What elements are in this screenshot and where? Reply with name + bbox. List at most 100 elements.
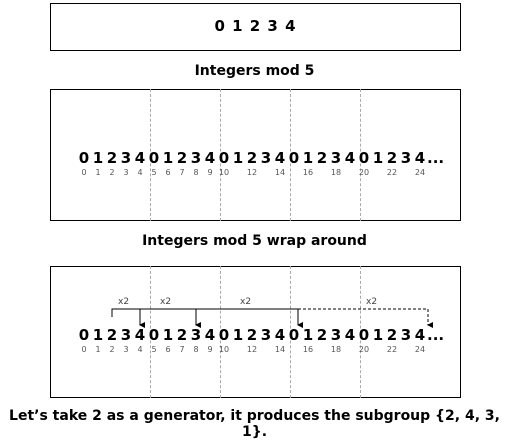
index-label: 7 bbox=[179, 168, 185, 177]
generator-arrows bbox=[111, 308, 433, 328]
index-label: 10 bbox=[218, 345, 230, 354]
residue-digit: 0 bbox=[358, 149, 370, 167]
residue-digit: 0 bbox=[358, 326, 370, 344]
residue-digit: 1 bbox=[232, 326, 244, 344]
residue-digit: 4 bbox=[274, 326, 286, 344]
divider-line bbox=[290, 266, 291, 398]
divider-line bbox=[220, 89, 221, 221]
residue-digit: 1 bbox=[372, 149, 384, 167]
index-label: 2 bbox=[109, 168, 115, 177]
residue-digit: 3 bbox=[120, 326, 132, 344]
arrow-label: x2 bbox=[160, 297, 172, 307]
residue-digit: 0 bbox=[218, 326, 230, 344]
index-label: 4 bbox=[137, 168, 143, 177]
arrow-step-3 bbox=[196, 308, 303, 328]
residue-digit: 4 bbox=[134, 149, 146, 167]
residue-digit: 1 bbox=[302, 149, 314, 167]
residue-digit: 4 bbox=[414, 326, 426, 344]
index-label: 22 bbox=[386, 168, 398, 177]
residue-digit: 0 bbox=[148, 149, 160, 167]
divider-line bbox=[290, 89, 291, 221]
residue-digit: 3 bbox=[190, 326, 202, 344]
generator-box bbox=[50, 266, 461, 398]
residue-digit: 2 bbox=[386, 149, 398, 167]
index-label: 16 bbox=[302, 168, 314, 177]
residue-digit: 2 bbox=[246, 149, 258, 167]
wraparound-box bbox=[50, 89, 461, 221]
residue-digit: 0 bbox=[218, 149, 230, 167]
residue-digit: 1 bbox=[92, 326, 104, 344]
index-label: 8 bbox=[193, 345, 199, 354]
residue-digit: 3 bbox=[330, 149, 342, 167]
index-label: 22 bbox=[386, 345, 398, 354]
index-label: 18 bbox=[330, 168, 342, 177]
divider-line bbox=[360, 266, 361, 398]
arrow-label: x2 bbox=[366, 297, 378, 307]
residue-digit: 1 bbox=[302, 326, 314, 344]
residue-digit: 4 bbox=[344, 326, 356, 344]
index-label: 12 bbox=[246, 345, 258, 354]
residue-digit: 2 bbox=[106, 326, 118, 344]
index-label: 0 bbox=[81, 168, 87, 177]
residue-digit: 1 bbox=[162, 326, 174, 344]
residue-digit: 0 bbox=[288, 326, 300, 344]
index-label: 5 bbox=[151, 345, 157, 354]
index-label: 3 bbox=[123, 345, 129, 354]
residue-digit: 4 bbox=[344, 149, 356, 167]
residue-digit: 3 bbox=[260, 149, 272, 167]
residue-digit: 2 bbox=[176, 149, 188, 167]
divider-line bbox=[220, 266, 221, 398]
divider-line bbox=[360, 89, 361, 221]
index-label: 9 bbox=[207, 345, 213, 354]
index-label: 20 bbox=[358, 345, 370, 354]
ellipsis: ... bbox=[427, 326, 445, 344]
residue-digit: 2 bbox=[316, 149, 328, 167]
index-label: 6 bbox=[165, 168, 171, 177]
index-label: 8 bbox=[193, 168, 199, 177]
index-label: 1 bbox=[95, 345, 101, 354]
caption-wrap-around: Integers mod 5 wrap around bbox=[142, 233, 367, 249]
residue-digit: 2 bbox=[246, 326, 258, 344]
residue-digit: 2 bbox=[386, 326, 398, 344]
residue-digit: 0 bbox=[148, 326, 160, 344]
residue-digit: 4 bbox=[414, 149, 426, 167]
index-label: 24 bbox=[414, 168, 426, 177]
index-label: 5 bbox=[151, 168, 157, 177]
index-label: 14 bbox=[274, 345, 286, 354]
index-label: 9 bbox=[207, 168, 213, 177]
residue-digit: 2 bbox=[176, 326, 188, 344]
index-label: 16 bbox=[302, 345, 314, 354]
residue-digit: 0 bbox=[78, 326, 90, 344]
index-label: 20 bbox=[358, 168, 370, 177]
residue-digit: 3 bbox=[260, 326, 272, 344]
residue-digit: 1 bbox=[92, 149, 104, 167]
residue-digit: 0 bbox=[78, 149, 90, 167]
residue-digit: 3 bbox=[120, 149, 132, 167]
index-label: 3 bbox=[123, 168, 129, 177]
ellipsis: ... bbox=[427, 149, 445, 167]
residue-digit: 2 bbox=[106, 149, 118, 167]
residue-digit: 3 bbox=[330, 326, 342, 344]
index-label: 2 bbox=[109, 345, 115, 354]
residue-digit: 4 bbox=[274, 149, 286, 167]
arrow-label: x2 bbox=[240, 297, 252, 307]
index-label: 12 bbox=[246, 168, 258, 177]
residue-digit: 1 bbox=[372, 326, 384, 344]
residue-digit: 2 bbox=[316, 326, 328, 344]
residue-digit: 4 bbox=[134, 326, 146, 344]
divider-line bbox=[150, 89, 151, 221]
index-label: 14 bbox=[274, 168, 286, 177]
residue-digit: 4 bbox=[204, 149, 216, 167]
index-label: 18 bbox=[330, 345, 342, 354]
arrow-step-4 bbox=[298, 308, 433, 328]
index-label: 4 bbox=[137, 345, 143, 354]
divider-line bbox=[150, 266, 151, 398]
integers-mod5-box bbox=[50, 3, 461, 51]
arrow-label: x2 bbox=[118, 297, 130, 307]
caption-generator: Let’s take 2 as a generator, it produces… bbox=[9, 408, 500, 440]
caption-integers-mod5: Integers mod 5 bbox=[194, 63, 315, 79]
